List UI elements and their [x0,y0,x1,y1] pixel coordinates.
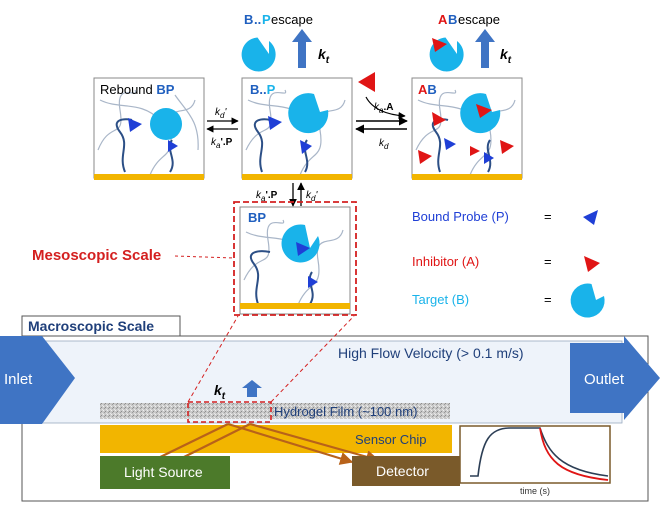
panel-bdotsp: B..P [241,77,353,180]
rate-vert-ka: ka'.P [256,190,278,203]
panel-bp-mesoscopic: BP [233,201,357,316]
panel-ab-title: AB [418,82,437,97]
mesoscopic-label: Mesoscopic Scale [32,247,161,264]
panel-rebound-title: Rebound BP [100,82,175,97]
ab-escape-text: escape [458,12,500,27]
flow-velocity-label: High Flow Velocity (> 0.1 m/s) [338,345,524,361]
inlet-arrow-icon [0,336,75,424]
light-source-label: Light Source [124,464,203,480]
kt-label-top1: kt [318,46,330,66]
panel-rebound-bp: Rebound BP [93,77,205,180]
rate-ka-a: ka.A [374,102,393,115]
legend-eq-2: = [544,254,552,269]
panel-bdotsp-title: B..P [250,82,276,97]
light-source [100,456,230,489]
time-axis-label: time (s) [520,486,550,496]
legend: Bound Probe (P) = Inhibitor (A) = Target… [412,209,605,318]
legend-eq-3: = [544,292,552,307]
bound-probe-icon [583,210,598,225]
outlet-arrow-icon [570,336,660,420]
inhibitor-icon [584,256,600,272]
rate-kd-prime-top: kd' [215,107,227,120]
hydrogel-label: Hydrogel Film (~100 nm) [274,404,417,419]
detector-label: Detector [376,463,429,479]
panel-bp-title: BP [248,210,266,225]
bp-escape-p: P [262,12,271,27]
rate-ka-prime-p: ka'.P [211,137,233,150]
inhibitor-icon [432,38,447,52]
inhibitor-icon [358,72,375,92]
rate-vert-kd: kd' [306,190,318,203]
rate-kd: kd [379,138,389,151]
bp-escape-group: B .. P escape kt [241,12,330,72]
mesoscopic-label-group: Mesoscopic Scale [32,247,235,264]
legend-inhibitor: Inhibitor (A) [412,254,479,269]
macroscopic-label: Macroscopic Scale [28,318,154,334]
bp-escape-b: B [244,12,253,27]
target-icon [570,283,605,318]
outlet-label: Outlet [584,371,625,388]
bp-escape-text: escape [271,12,313,27]
panel-ab: AB [411,77,523,180]
hydrogel-zoom-box [187,401,272,423]
macroscopic-section: Macroscopic Scale High Flow Velocity (> … [0,315,660,502]
legend-target: Target (B) [412,292,469,307]
ab-escape-group: A B escape kt [429,12,512,72]
sensorgram-plot [459,425,611,484]
bp-escape-dots: .. [254,12,261,27]
sensorgram-curve-inhibitor [539,427,609,481]
rebound-rate-arrows: kd' ka'.P [206,107,239,150]
detector [352,456,460,486]
inhibitor-rate-arrows: ka.A kd [355,72,408,151]
legend-probe: Bound Probe (P) [412,209,509,224]
ab-escape-a: A [438,12,448,27]
kt-label-top2: kt [500,46,512,66]
transport-up-arrow-icon [242,380,262,397]
kt-label-bottom: kt [214,382,226,402]
escape-up-arrow-icon [475,29,495,68]
legend-eq-1: = [544,209,552,224]
sensorgram-curve-probe [470,427,609,477]
ab-escape-b: B [448,12,457,27]
sensor-chip-label: Sensor Chip [355,432,427,447]
escape-up-arrow-icon [292,29,312,68]
target-pacman-icon [241,37,276,72]
inlet-label: Inlet [4,371,33,388]
